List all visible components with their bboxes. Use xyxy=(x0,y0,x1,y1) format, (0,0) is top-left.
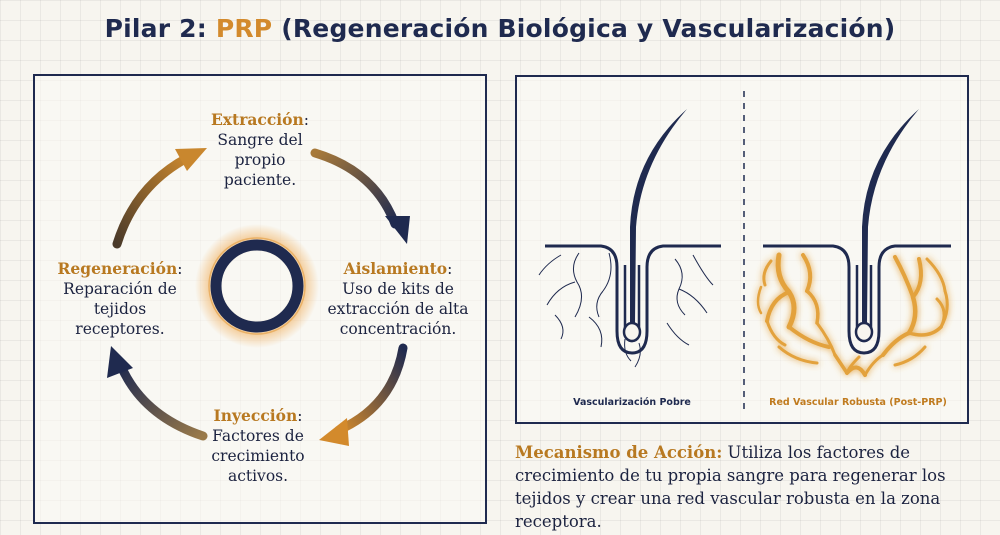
step-extraccion-label: Extracción xyxy=(210,110,304,129)
arrow-to-inyeccion-head xyxy=(319,418,349,446)
step-extraccion: Extracción: Sangre del propio paciente. xyxy=(185,110,335,190)
follicle-robust xyxy=(756,109,951,377)
mechanism-text: Mecanismo de Acción: Utiliza los factore… xyxy=(515,441,975,533)
page-title: Pilar 2: PRP (Regeneración Biológica y V… xyxy=(0,14,1000,43)
follicle-comparison-graphic xyxy=(538,91,951,412)
arrow-to-aislamiento xyxy=(310,148,400,229)
step-aislamiento: Aislamiento: Uso de kits de extracción d… xyxy=(313,259,483,339)
cycle-graphic xyxy=(107,148,410,446)
mechanism-body: Utiliza los factores de crecimiento de t… xyxy=(515,443,946,531)
step-inyeccion-label: Inyección xyxy=(213,406,298,425)
arrow-to-extraccion xyxy=(112,153,192,249)
arrow-to-aislamiento-head xyxy=(385,216,410,244)
mechanism-label: Mecanismo de Acción: xyxy=(515,443,723,462)
title-accent: PRP xyxy=(215,14,273,43)
step-aislamiento-line-2: extracción de alta xyxy=(327,300,469,318)
arrow-to-inyeccion xyxy=(334,343,408,435)
title-rest: (Regeneración Biológica y Vascularizació… xyxy=(272,14,896,43)
title-prefix: Pilar 2: xyxy=(104,14,216,43)
center-ring xyxy=(210,239,304,333)
arrow-to-extraccion-head xyxy=(175,148,207,171)
step-regeneracion-line-1: Reparación de xyxy=(63,280,177,298)
follicle-poor xyxy=(538,109,721,368)
step-aislamiento-line-1: Uso de kits de xyxy=(342,280,454,298)
caption-robust: Red Vascular Robusta (Post-PRP) xyxy=(769,397,947,408)
step-extraccion-line-2: propio xyxy=(234,151,286,169)
comparison-panel: Vascularización Pobre Red Vascular Robus… xyxy=(515,75,969,424)
step-extraccion-line-3: paciente. xyxy=(223,171,297,189)
step-inyeccion-line-3: activos. xyxy=(227,467,289,485)
step-regeneracion-line-2: tejidos xyxy=(93,300,147,318)
step-aislamiento-line-3: concentración. xyxy=(339,320,457,338)
cycle-panel: Extracción: Sangre del propio paciente. … xyxy=(33,74,487,524)
step-inyeccion-line-2: crecimiento xyxy=(211,447,305,465)
step-aislamiento-label: Aislamiento xyxy=(343,259,448,278)
step-inyeccion: Inyección: Factores de crecimiento activ… xyxy=(183,406,333,486)
step-inyeccion-line-1: Factores de xyxy=(212,427,304,445)
arrow-to-regeneracion-head xyxy=(107,346,133,378)
step-regeneracion: Regeneración: Reparación de tejidos rece… xyxy=(45,259,195,339)
step-extraccion-line-1: Sangre del xyxy=(217,131,303,149)
caption-poor: Vascularización Pobre xyxy=(573,397,691,408)
arrow-to-regeneracion xyxy=(116,361,208,441)
step-regeneracion-label: Regeneración xyxy=(57,259,178,278)
step-regeneracion-line-3: receptores. xyxy=(75,320,165,338)
center-ring-edge xyxy=(208,237,306,335)
